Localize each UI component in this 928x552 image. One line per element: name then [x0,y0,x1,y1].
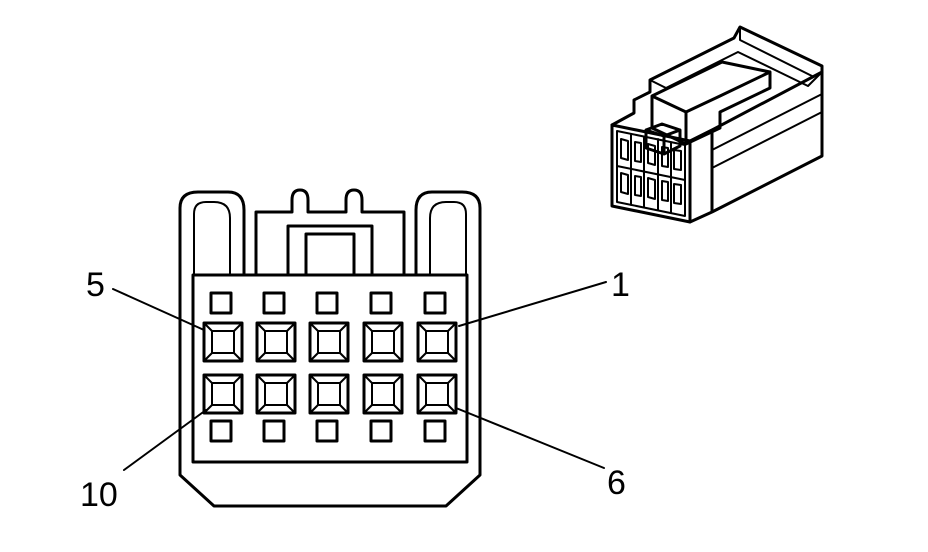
iso-pin-cells [620,138,682,205]
pin-cavities [202,291,458,443]
cavity-bevel [256,322,266,332]
small-cavity [423,291,447,315]
pin-label-5: 5 [86,266,105,304]
pin-cavity-panel [191,273,469,464]
cavity-bevel [447,374,457,384]
connector-face-view [178,188,482,508]
terminal-cavity [416,321,458,363]
latch-rail-right [429,201,467,276]
cavity-bevel [363,404,373,414]
cavity-bevel [339,322,349,332]
leader-line-pin-1 [458,281,607,327]
small-cavity [315,419,339,443]
cavity-bevel [339,374,349,384]
cavity-bevel [393,322,403,332]
cavity-bevel [233,352,243,362]
connector-housing-outline [178,190,482,508]
cavity-bevel [203,374,213,384]
lock-tab [254,188,406,277]
cavity-bevel [256,352,266,362]
small-cavity [262,291,286,315]
iso-pin-grid [616,130,686,217]
cavity-bevel [393,374,403,384]
small-cavity [369,419,393,443]
cavity-bevel [309,322,319,332]
cavity-bevel [233,374,243,384]
cavity-bevel [447,404,457,414]
cavity-bevel [447,322,457,332]
cavity-bevel [363,374,373,384]
terminal-cavity-inner [211,382,235,406]
cavity-bevel [393,352,403,362]
small-cavity [315,291,339,315]
cavity-bevel [256,404,266,414]
cavity-bevel [417,404,427,414]
small-cavity [369,291,393,315]
terminal-cavity [255,373,297,415]
cavity-bevel [417,352,427,362]
cavity-bevel [447,352,457,362]
cavity-bevel [417,374,427,384]
small-cavity [262,419,286,443]
pin-label-10: 10 [80,476,118,514]
leader-line-pin-10 [123,409,207,471]
iso-side-groove [711,93,823,169]
terminal-cavity-inner [371,382,395,406]
connector-isometric-view [610,25,824,224]
terminal-cavity [308,373,350,415]
terminal-cavity-inner [425,330,449,354]
cavity-bevel [363,352,373,362]
terminal-cavity-inner [264,330,288,354]
terminal-cavity-inner [317,382,341,406]
cavity-bevel [363,322,373,332]
small-cavity [209,419,233,443]
terminal-cavity-inner [317,330,341,354]
leader-line-pin-6 [455,407,605,469]
pin-label-1: 1 [611,266,630,304]
iso-top-rail [649,26,823,89]
iso-latch-block [650,60,772,146]
cavity-bevel [286,404,296,414]
cavity-bevel [309,404,319,414]
latch-rail-left [193,201,231,276]
terminal-cavity [308,321,350,363]
terminal-cavity [255,321,297,363]
cavity-bevel [233,322,243,332]
cavity-bevel [339,352,349,362]
cavity-bevel [286,352,296,362]
cavity-bevel [286,322,296,332]
small-cavity [209,291,233,315]
cavity-bevel [309,352,319,362]
terminal-cavity-inner [211,330,235,354]
terminal-cavity [202,373,244,415]
iso-lock-button [644,122,682,156]
leader-line-pin-5 [112,288,205,331]
terminal-cavity [416,373,458,415]
cavity-bevel [393,404,403,414]
cavity-bevel [286,374,296,384]
terminal-cavity-inner [425,382,449,406]
cavity-bevel [339,404,349,414]
cavity-bevel [309,374,319,384]
cavity-bevel [203,352,213,362]
terminal-cavity [362,321,404,363]
terminal-cavity [202,321,244,363]
cavity-bevel [233,404,243,414]
pin-label-6: 6 [607,464,626,502]
cavity-bevel [203,322,213,332]
small-cavity [423,419,447,443]
cavity-bevel [417,322,427,332]
lock-tab-window [286,224,374,277]
terminal-cavity-inner [264,382,288,406]
cavity-bevel [256,374,266,384]
terminal-cavity-inner [371,330,395,354]
terminal-cavity [362,373,404,415]
